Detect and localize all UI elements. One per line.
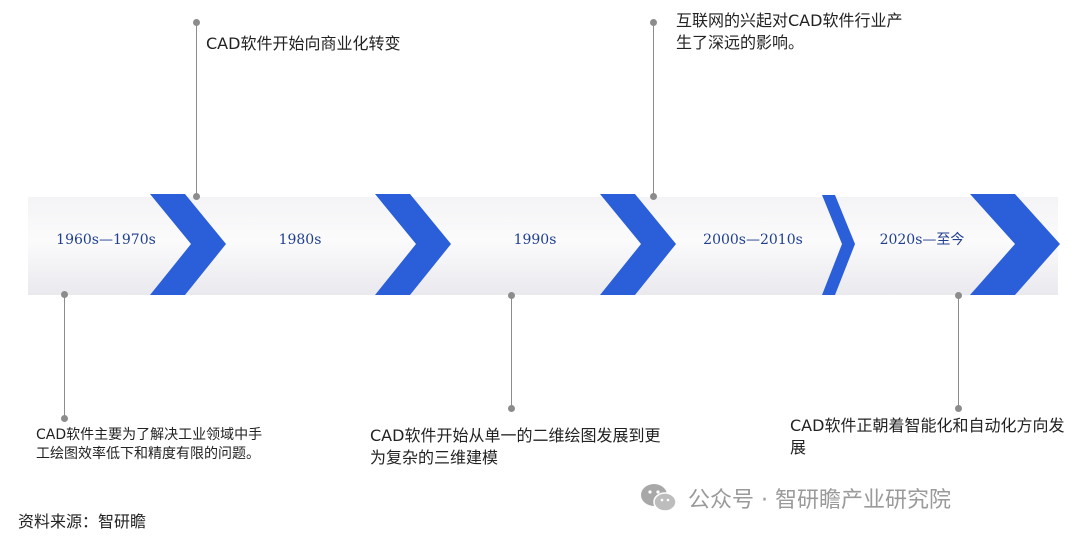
period-label-1990s: 1990s xyxy=(513,232,557,248)
connector-line-1960s xyxy=(64,294,65,418)
period-label-2020s: 2020s—至今 xyxy=(879,232,965,248)
chevron-arrow-4 xyxy=(822,195,855,295)
connector-line-2020s xyxy=(958,295,959,408)
note-2020s: CAD软件正朝着智能化和自动化方向发展 xyxy=(790,416,1065,457)
period-label-2000s: 2000s—2010s xyxy=(703,232,803,248)
chevron-arrow-2 xyxy=(375,194,451,295)
note-1980s: CAD软件开始向商业化转变 xyxy=(206,34,401,53)
connector-line-1990s xyxy=(511,295,512,408)
note-1990s: CAD软件开始从单一的二维绘图发展到更为复杂的三维建模 xyxy=(370,426,661,467)
chevron-arrow-3 xyxy=(600,194,676,295)
connector-dot-1980s-bottom xyxy=(193,193,200,200)
note-1960s: CAD软件主要为了解决工业领域中手工绘图效率低下和精度有限的问题。 xyxy=(36,427,263,462)
wechat-icon xyxy=(641,484,677,512)
connector-dot-2020s-bottom xyxy=(955,405,962,412)
connector-dot-2000s-bottom xyxy=(650,193,657,200)
connector-dot-1960s-bottom xyxy=(61,415,68,422)
note-2000s: 互联网的兴起对CAD软件行业产生了深远的影响。 xyxy=(676,11,903,52)
watermark: 公众号 · 智研瞻产业研究院 xyxy=(640,482,951,514)
connector-line-1980s xyxy=(196,22,197,197)
chevron-arrow-1 xyxy=(150,194,226,295)
connector-line-2000s xyxy=(653,22,654,197)
watermark-text: 公众号 · 智研瞻产业研究院 xyxy=(688,488,951,513)
period-label-1980s: 1980s xyxy=(278,232,322,248)
source-note: 资料来源：智研瞻 xyxy=(18,512,147,531)
period-label-1960s: 1960s—1970s xyxy=(56,232,156,248)
chevron-arrow-5 xyxy=(970,194,1060,295)
connector-dot-1990s-bottom xyxy=(508,405,515,412)
